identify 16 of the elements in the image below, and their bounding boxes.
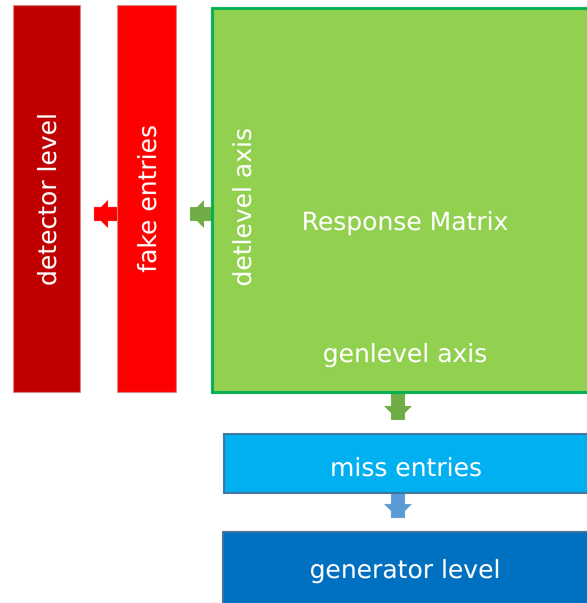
- block-arrow: [384, 394, 412, 420]
- box-label: miss entries: [330, 454, 482, 480]
- vertical-label: fake entries: [134, 125, 160, 273]
- block-arrow: [94, 200, 117, 228]
- process-box: [223, 433, 587, 494]
- block-arrow: [190, 200, 211, 228]
- vertical-label: detlevel axis: [230, 128, 254, 286]
- response-matrix-box: [211, 7, 587, 394]
- process-box: [222, 531, 587, 603]
- block-arrow: [384, 494, 412, 518]
- fake-entries-bar: [117, 5, 177, 393]
- matrix-title: Response Matrix: [302, 208, 508, 234]
- vertical-label: detector level: [34, 112, 60, 286]
- box-label: genlevel axis: [322, 340, 488, 366]
- detector-level-bar: [13, 5, 81, 393]
- box-label: generator level: [310, 556, 500, 582]
